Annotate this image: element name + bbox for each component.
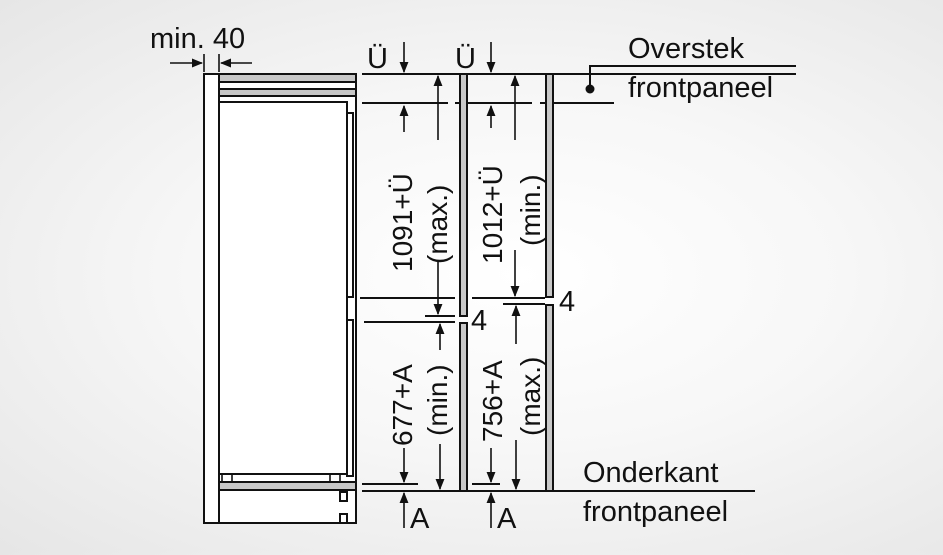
lower-left-dimension: 677+A (min.)	[387, 364, 453, 491]
top-plate-2	[218, 88, 357, 97]
a-markers: A A	[399, 491, 517, 535]
onderkant-label-1: Onderkant	[583, 457, 718, 489]
dim-756-note: (max.)	[515, 357, 546, 436]
foot-1	[339, 491, 348, 502]
cabinet-outline	[203, 73, 357, 524]
dim-677-value: 677+A	[387, 364, 418, 446]
upper-panel-left	[459, 73, 468, 317]
dim-1091-note: (max.)	[422, 185, 453, 264]
upper-right-dimension: 1012+Ü (min.)	[477, 74, 546, 298]
lower-panel-left	[459, 322, 468, 492]
front-panels	[459, 73, 554, 492]
overhang-label-left: Ü	[367, 43, 388, 75]
upper-door-edge	[346, 112, 354, 298]
dim-677-note: (min.)	[422, 364, 453, 436]
onderkant-label: Onderkant frontpaneel	[583, 457, 728, 528]
lower-panel-right	[545, 304, 554, 492]
dim-1012-note: (min.)	[515, 174, 546, 246]
a-label-left: A	[410, 503, 430, 535]
dim-1012-value: 1012+Ü	[477, 165, 508, 264]
reference-lines	[360, 73, 796, 492]
gap-label-left: 4	[471, 305, 487, 337]
overstek-label: Overstek	[628, 33, 745, 65]
dim-1091-value: 1091+Ü	[387, 173, 418, 272]
fridge-cabinet	[203, 73, 357, 524]
upper-panel-right	[545, 73, 554, 298]
upper-left-dimension: 1091+Ü (max.)	[387, 74, 453, 316]
top-plate-1	[218, 73, 357, 83]
overstek-callout: Overstek frontpaneel	[585, 33, 796, 104]
gap-label-right: 4	[559, 286, 575, 318]
lower-right-dimension: 756+A (max.)	[477, 357, 546, 491]
foot-2	[339, 513, 348, 524]
min-gap-dimension: min. 40	[150, 23, 252, 72]
a-label-right: A	[497, 503, 517, 535]
overstek-label-2: frontpaneel	[628, 72, 773, 104]
onderkant-label-2: frontpaneel	[583, 496, 728, 528]
overhang-label-right: Ü	[455, 43, 476, 75]
lower-door-edge	[346, 319, 354, 477]
dim-756-value: 756+A	[477, 360, 508, 442]
min-gap-label: min. 40	[150, 23, 245, 55]
bottom-plate	[218, 481, 357, 491]
overhang-markers: Ü Ü	[367, 42, 496, 132]
